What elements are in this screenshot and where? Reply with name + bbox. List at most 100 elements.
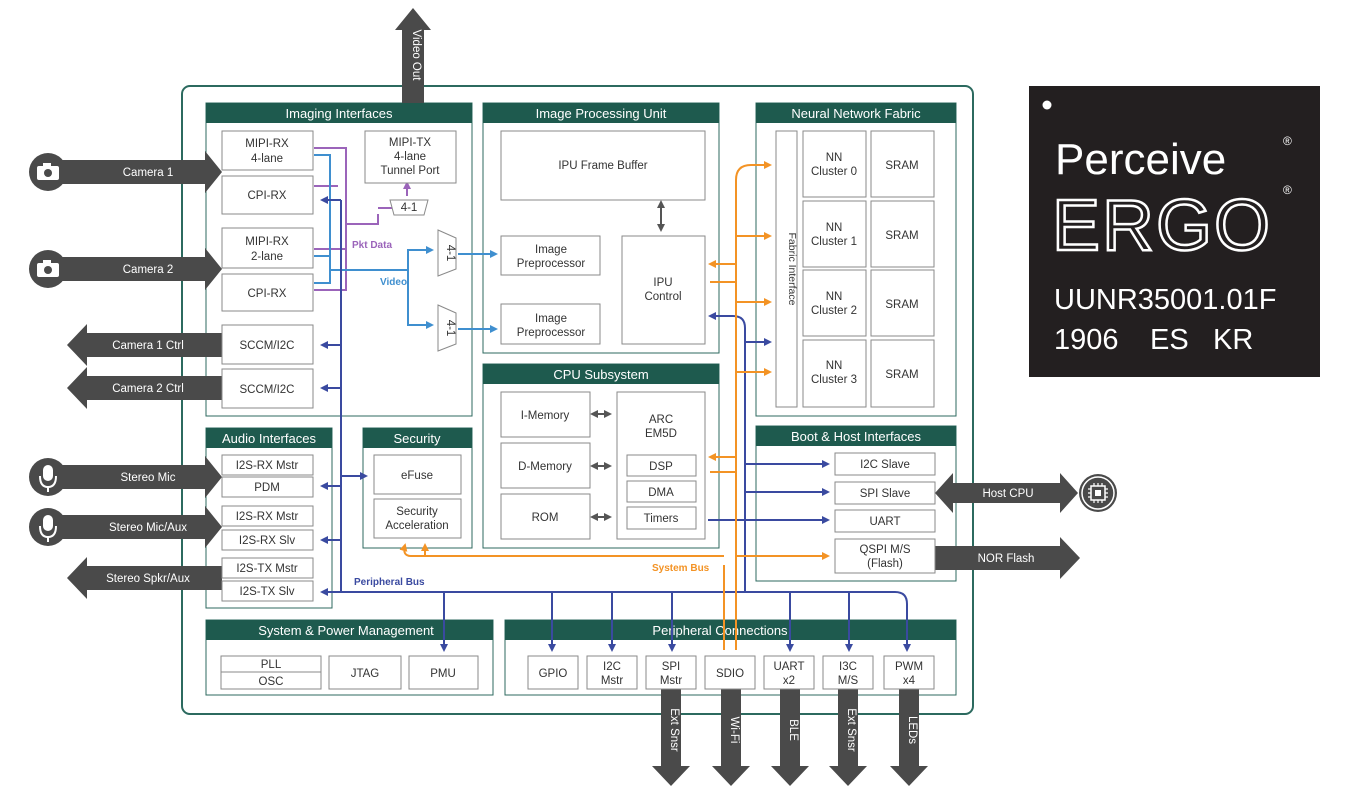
i2s-tx-slv-block: I2S-TX Slv [240, 586, 295, 598]
timers-block: Timers [644, 513, 679, 525]
i2s-rx-mstr1-block: I2S-RX Mstr [236, 460, 299, 472]
ext-snsr2-arrow [829, 688, 867, 786]
ble-label: BLE [787, 719, 799, 741]
logo-country: KR [1213, 324, 1253, 356]
osc-block: OSC [259, 676, 284, 688]
cpi-rx1-block: CPI-RX [248, 190, 287, 202]
boot-title: Boot & Host Interfaces [791, 429, 922, 444]
fabric-interface-block: Fabric Interface [786, 233, 798, 306]
external-arrows [55, 8, 1080, 786]
sccm1-block: SCCM/I2C [240, 340, 295, 352]
system-bus-lines [399, 161, 830, 650]
ipu-title: Image Processing Unit [536, 106, 667, 121]
video-label: Video [380, 277, 407, 288]
system-bus-label: System Bus [652, 563, 710, 574]
ext-snsr2-label: Ext Snsr [845, 708, 857, 752]
i2c-slave-block: I2C Slave [860, 459, 910, 471]
camera1-arrow [55, 151, 222, 193]
ipu-frame-buffer-block: IPU Frame Buffer [558, 160, 647, 172]
efuse-block: eFuse [401, 470, 433, 482]
camera1-ctrl-arrow [67, 324, 222, 366]
stereo-mic-label: Stereo Mic [121, 472, 176, 484]
logo-date-code: 1906 [1054, 324, 1119, 356]
camera1-icon [29, 153, 67, 191]
wifi-label: Wi-Fi [728, 717, 740, 744]
i2s-rx-mstr2-block: I2S-RX Mstr [236, 511, 299, 523]
video-out-label: Video Out [410, 30, 422, 82]
logo-product: ERGO [1052, 186, 1272, 266]
rom-block: ROM [532, 512, 559, 524]
host-cpu-chip-icon [1079, 474, 1117, 512]
dma-block: DMA [648, 487, 674, 499]
logo-part-number: UUNR35001.01F [1054, 284, 1276, 316]
camera1-ctrl-label: Camera 1 Ctrl [112, 340, 184, 352]
wifi-arrow [712, 688, 750, 786]
sram3-block: SRAM [885, 369, 918, 381]
microphone-icon [29, 458, 67, 496]
peripheral-bus-lines [320, 196, 911, 652]
ext-snsr1-arrow [652, 688, 690, 786]
ble-arrow [771, 688, 809, 786]
mux-a-label: 4-1 [444, 245, 456, 262]
gpio-block: GPIO [539, 668, 568, 680]
mux-41-top-label: 4-1 [401, 202, 418, 214]
video-out-arrow [395, 8, 431, 103]
spi-slave-block: SPI Slave [860, 488, 911, 500]
stereo-spkr-arrow [67, 557, 222, 599]
video-lines [314, 154, 498, 333]
sram1-block: SRAM [885, 230, 918, 242]
nor-flash-arrow [935, 537, 1080, 579]
sdio-block: SDIO [716, 668, 744, 680]
camera2-icon [29, 250, 67, 288]
dsp-block: DSP [649, 461, 673, 473]
logo-brand: Perceive [1055, 135, 1226, 184]
leds-label: LEDs [906, 716, 918, 744]
i2s-tx-mstr-block: I2S-TX Mstr [236, 563, 298, 575]
stereo-mic-arrow [55, 456, 222, 498]
stereo-spkr-label: Stereo Spkr/Aux [106, 573, 190, 585]
pll-block: PLL [261, 659, 282, 671]
audio-title: Audio Interfaces [222, 431, 316, 446]
periph-title: Peripheral Connections [652, 623, 788, 638]
cpu-title: CPU Subsystem [553, 367, 648, 382]
host-cpu-label: Host CPU [982, 488, 1033, 500]
microphone-aux-icon [29, 508, 67, 546]
jtag-block: JTAG [351, 668, 380, 680]
camera2-ctrl-label: Camera 2 Ctrl [112, 383, 184, 395]
imaging-title: Imaging Interfaces [286, 106, 393, 121]
mux-b-label: 4-1 [444, 320, 456, 337]
spm-title: System & Power Management [258, 623, 434, 638]
mux-b [437, 304, 457, 352]
block-rects [220, 130, 936, 690]
dmem-block: D-Memory [518, 461, 572, 473]
sram2-block: SRAM [885, 299, 918, 311]
camera2-ctrl-arrow [67, 367, 222, 409]
sccm2-block: SCCM/I2C [240, 384, 295, 396]
peripheral-bus-label: Peripheral Bus [354, 577, 425, 588]
host-cpu-arrow [935, 473, 1078, 513]
i2s-rx-slv-block: I2S-RX Slv [239, 535, 295, 547]
security-title: Security [394, 431, 441, 446]
camera2-label: Camera 2 [123, 264, 174, 276]
camera2-arrow [55, 248, 222, 290]
cpi-rx2-block: CPI-RX [248, 288, 287, 300]
stereo-mic-aux-label: Stereo Mic/Aux [109, 522, 187, 534]
leds-arrow [890, 688, 928, 786]
internal-arrows [590, 200, 665, 521]
logo-grade: ES [1150, 324, 1189, 356]
